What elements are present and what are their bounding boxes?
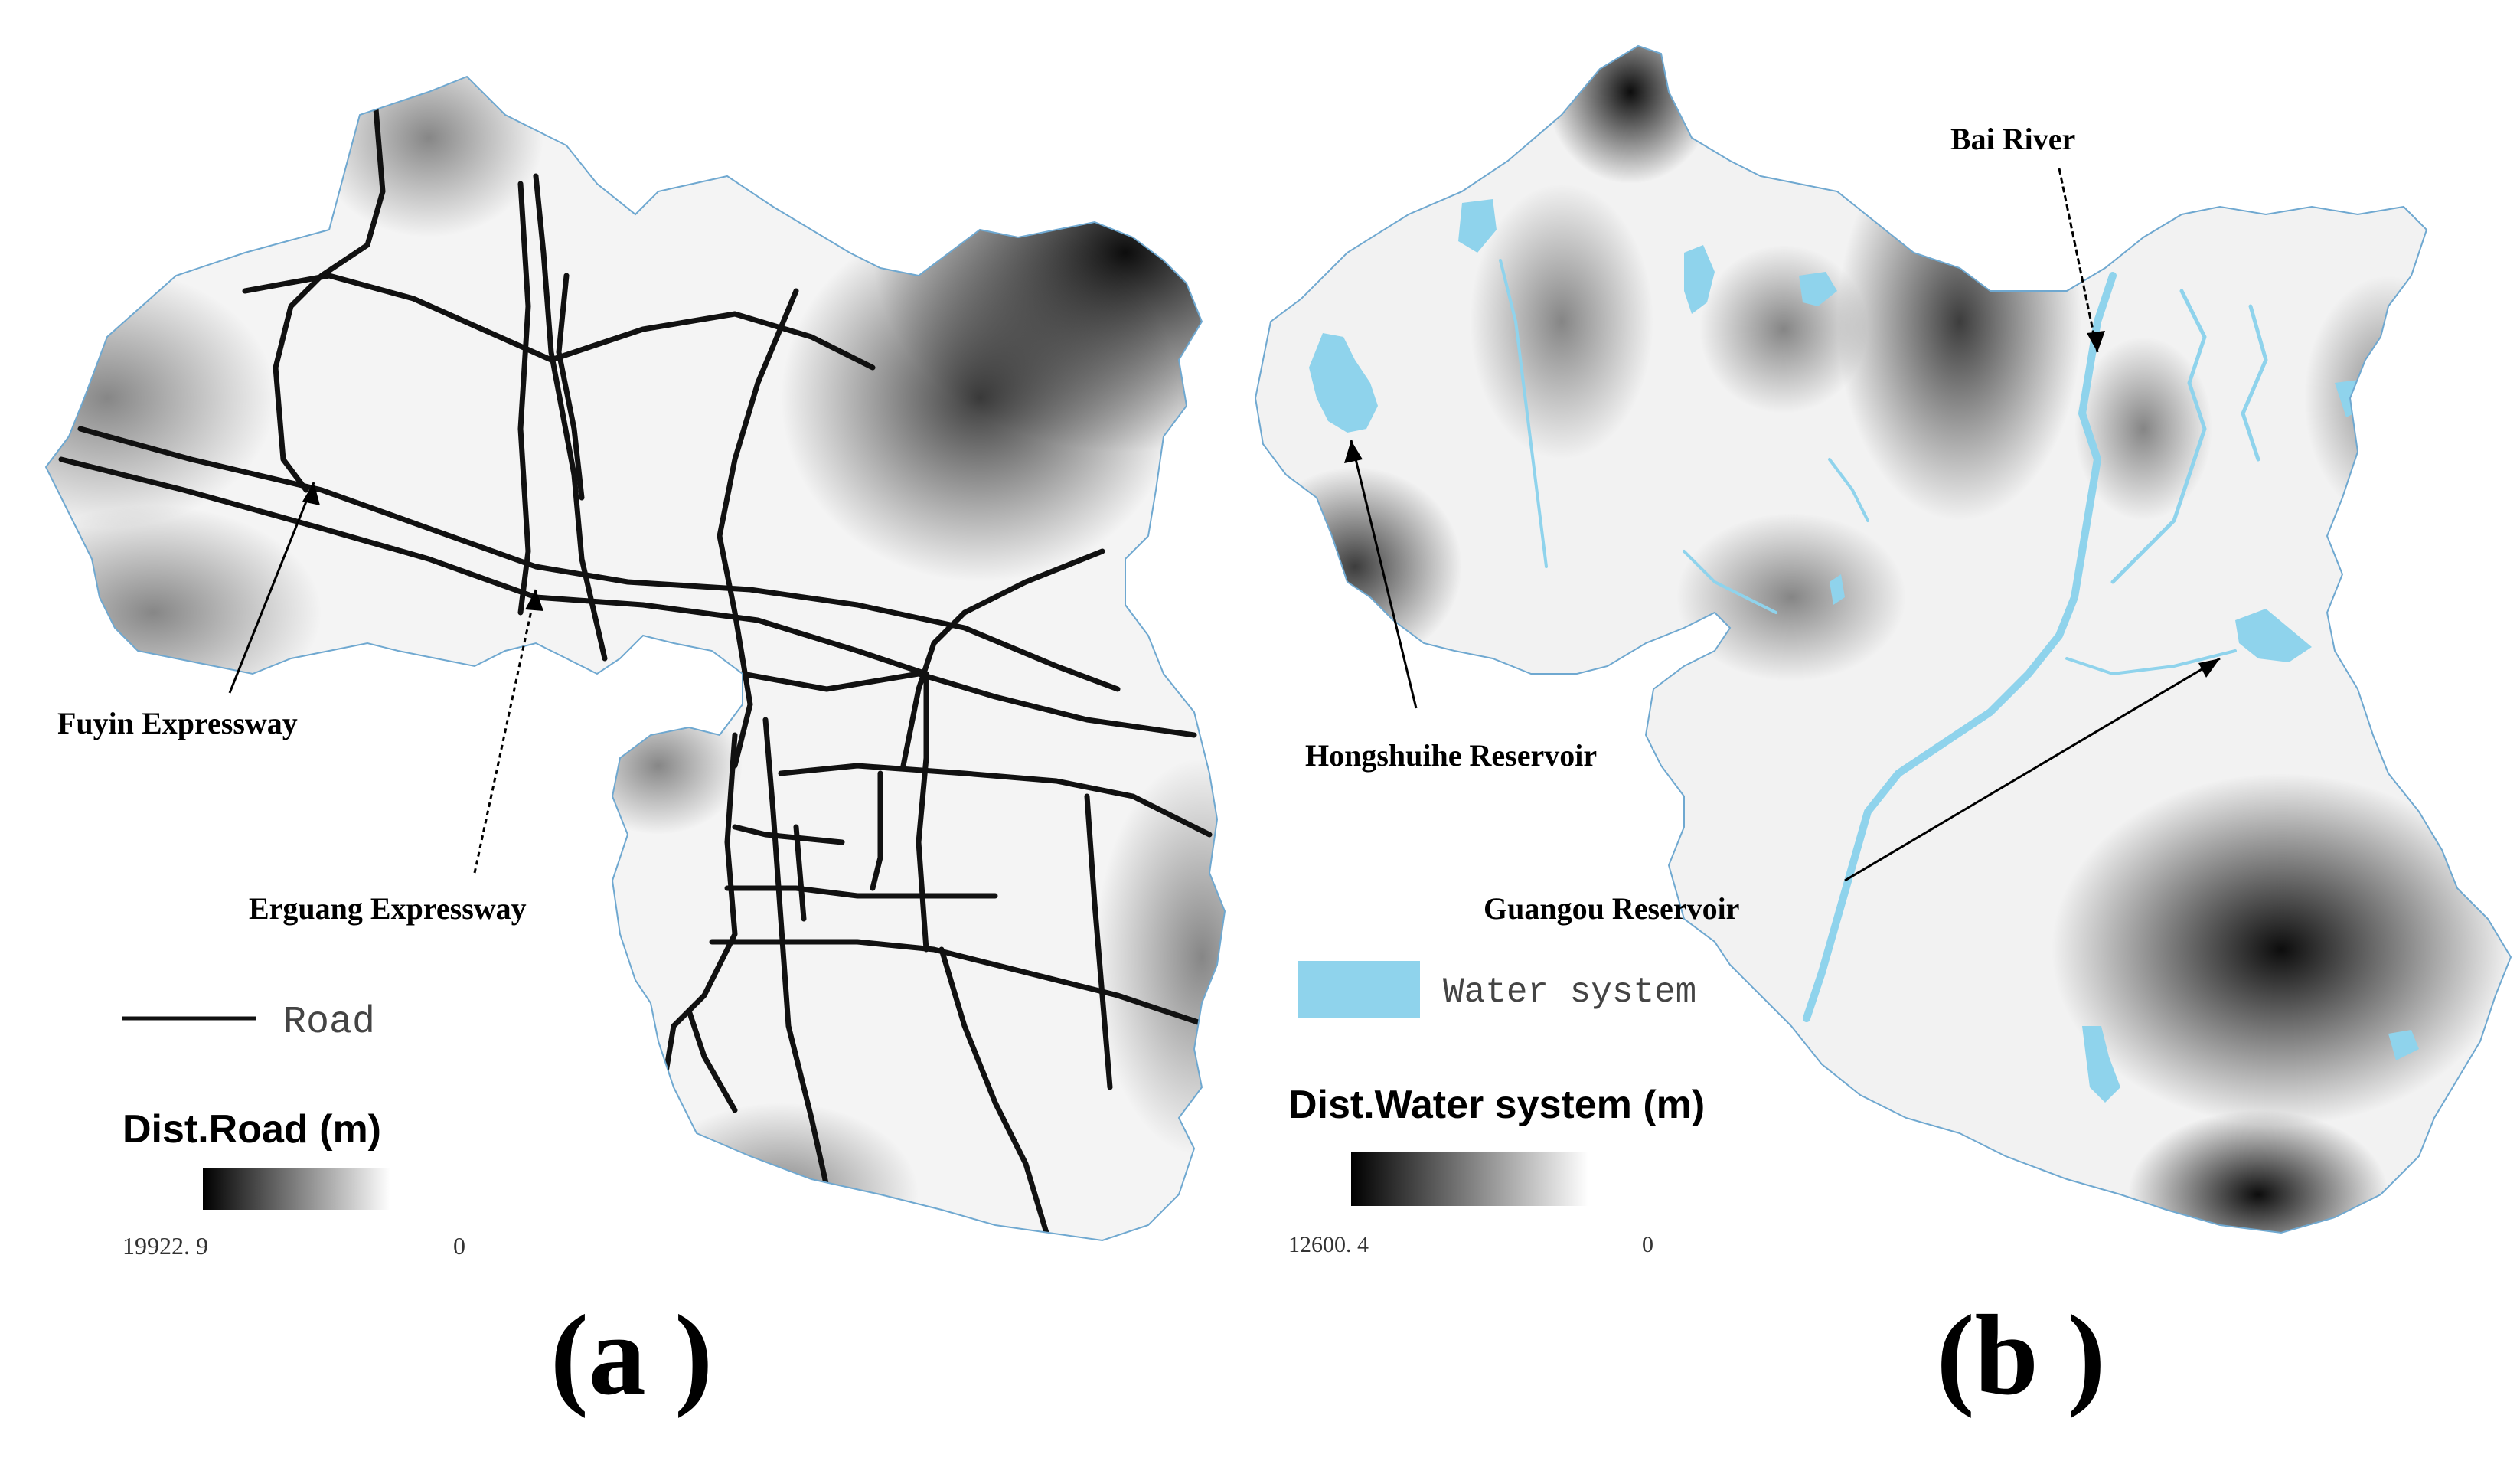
- dist-road-min: 0: [453, 1232, 465, 1260]
- hongshuihe-arrow-head: [1344, 440, 1363, 463]
- tributary-middle: [1683, 550, 1777, 614]
- road-local-2: [732, 824, 845, 845]
- water-legend-swatch: [1298, 961, 1420, 1018]
- road-local-6: [686, 1008, 738, 1113]
- dist-water-max: 12600. 4: [1288, 1232, 1369, 1257]
- road-local-3: [724, 885, 998, 899]
- road-northwest: [273, 96, 386, 493]
- hongshuihe-reservoir: [1309, 333, 1378, 433]
- dist-road-ramp: [203, 1168, 390, 1210]
- far-zone-west: [46, 268, 276, 528]
- panel-a-annotations: Fuyin Expressway Erguang Expressway: [57, 482, 543, 926]
- guangou-reservoir-label: Guangou Reservoir: [1484, 891, 1739, 926]
- panel-a-map: [45, 76, 1226, 1241]
- tributary-small: [1828, 458, 1869, 522]
- erguang-arrow-head: [525, 590, 543, 611]
- south-reservoir-1: [2082, 1026, 2120, 1103]
- road-local-1: [556, 273, 585, 501]
- dist-water-title: Dist.Water system (m): [1288, 1083, 1705, 1127]
- rivers: [1499, 259, 2268, 1022]
- tributary-west: [1499, 259, 1548, 568]
- north-reservoir-1: [1684, 245, 1715, 314]
- bai-river-arrow-line: [2058, 168, 2099, 353]
- panel-a-label: (a ): [550, 1292, 713, 1419]
- far-zone-west: [1255, 467, 1462, 666]
- far-zone-middle: [1676, 513, 1906, 681]
- water-bodies: [1309, 199, 2419, 1103]
- tributary-east-1: [2110, 289, 2207, 584]
- fuyin-arrow-head: [302, 482, 320, 505]
- far-zone-north: [314, 77, 543, 237]
- road-legend-label: Road: [283, 1001, 375, 1044]
- far-zone-river-gap: [2074, 337, 2212, 521]
- erguang-arrow-line: [473, 589, 537, 874]
- road-north-east-west: [242, 273, 876, 371]
- road-fuyin-expressway: [77, 426, 1121, 692]
- road-east-2: [778, 763, 1213, 838]
- dist-road-max: 19922. 9: [122, 1232, 208, 1260]
- hongshuihe-reservoir-label: Hongshuihe Reservoir: [1305, 738, 1597, 773]
- water-legend-label: Water system: [1443, 972, 1696, 1012]
- far-zone-south-tip: [2128, 1110, 2388, 1233]
- dist-road-title: Dist.Road (m): [122, 1107, 381, 1152]
- road-south-ns-3: [938, 946, 1052, 1240]
- road-east-1: [739, 671, 1197, 738]
- north-reservoir-2: [1799, 272, 1837, 306]
- tributary-guangou: [2065, 649, 2237, 675]
- far-zone-northwest: [1470, 184, 1653, 459]
- road-north-south-central: [717, 288, 799, 769]
- panel-b-legend: Water system Dist.Water system (m) 12600…: [1288, 961, 1705, 1257]
- bai-river-label: Bai River: [1950, 122, 2075, 156]
- road-local-5: [793, 824, 807, 922]
- panel-b-annotations: Bai River Hongshuihe Reservoir Guangou R…: [1305, 122, 2221, 926]
- south-reservoir-2: [2388, 1030, 2419, 1060]
- far-zone-southeast: [1095, 758, 1225, 1156]
- far-zone-east: [781, 214, 1179, 582]
- erguang-expressway-label: Erguang Expressway: [249, 891, 527, 926]
- far-zone-north-peak: [1546, 46, 1715, 184]
- panel-a-legend: Road Dist.Road (m) 19922. 9 0: [122, 1001, 465, 1260]
- road-east-diagonal: [900, 548, 1105, 769]
- bai-river: [1803, 272, 2117, 1022]
- dist-water-ramp: [1351, 1152, 1588, 1206]
- panel-b-label: (b ): [1937, 1292, 2106, 1419]
- far-zone-south: [2052, 773, 2511, 1126]
- far-zone-southwest: [46, 505, 322, 720]
- road-erguang-a: [517, 181, 531, 616]
- fuyin-expressway-label: Fuyin Expressway: [57, 706, 298, 740]
- far-zone-central-band: [1837, 123, 2082, 521]
- small-pond-1: [1830, 574, 1845, 605]
- guangou-reservoir: [2235, 609, 2312, 662]
- road-south-ns-1: [762, 717, 830, 1190]
- fuyin-arrow-line: [228, 482, 315, 694]
- tributary-east-2: [2241, 304, 2268, 462]
- far-zone-isle: [574, 697, 743, 835]
- far-zone-east: [2304, 276, 2473, 521]
- guangou-arrow-line: [1844, 657, 2221, 882]
- hongshuihe-arrow-line: [1350, 440, 1418, 709]
- northwest-pond: [1458, 199, 1497, 253]
- guangou-arrow-head: [2198, 658, 2220, 678]
- dist-water-min: 0: [1642, 1232, 1653, 1257]
- road-south-ns-4: [1084, 793, 1113, 1090]
- road-erguang-b: [533, 173, 608, 662]
- road-local-4: [870, 770, 883, 891]
- far-zone-north-center: [1699, 245, 1868, 413]
- bai-river-arrow-head: [2087, 331, 2105, 352]
